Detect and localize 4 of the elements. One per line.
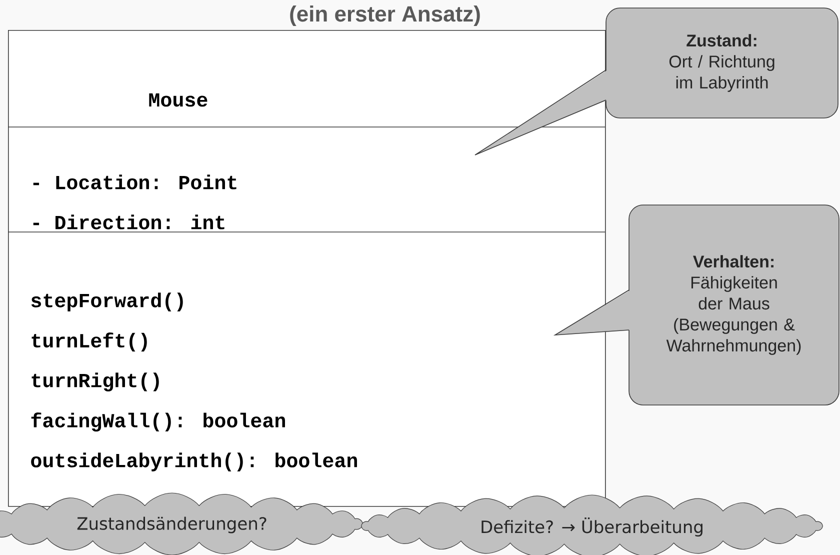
thought-cloud: Defizite? → Überarbeitung xyxy=(361,494,823,555)
attribute-compartment: - Location: Point - Direction: int xyxy=(8,126,606,232)
speech-bubble: Verhalten: Fähigkeiten der Maus (Bewegungen & Wahrnehmungen) xyxy=(553,204,840,406)
thought-cloud: Zustandsänderungen? xyxy=(0,492,363,555)
